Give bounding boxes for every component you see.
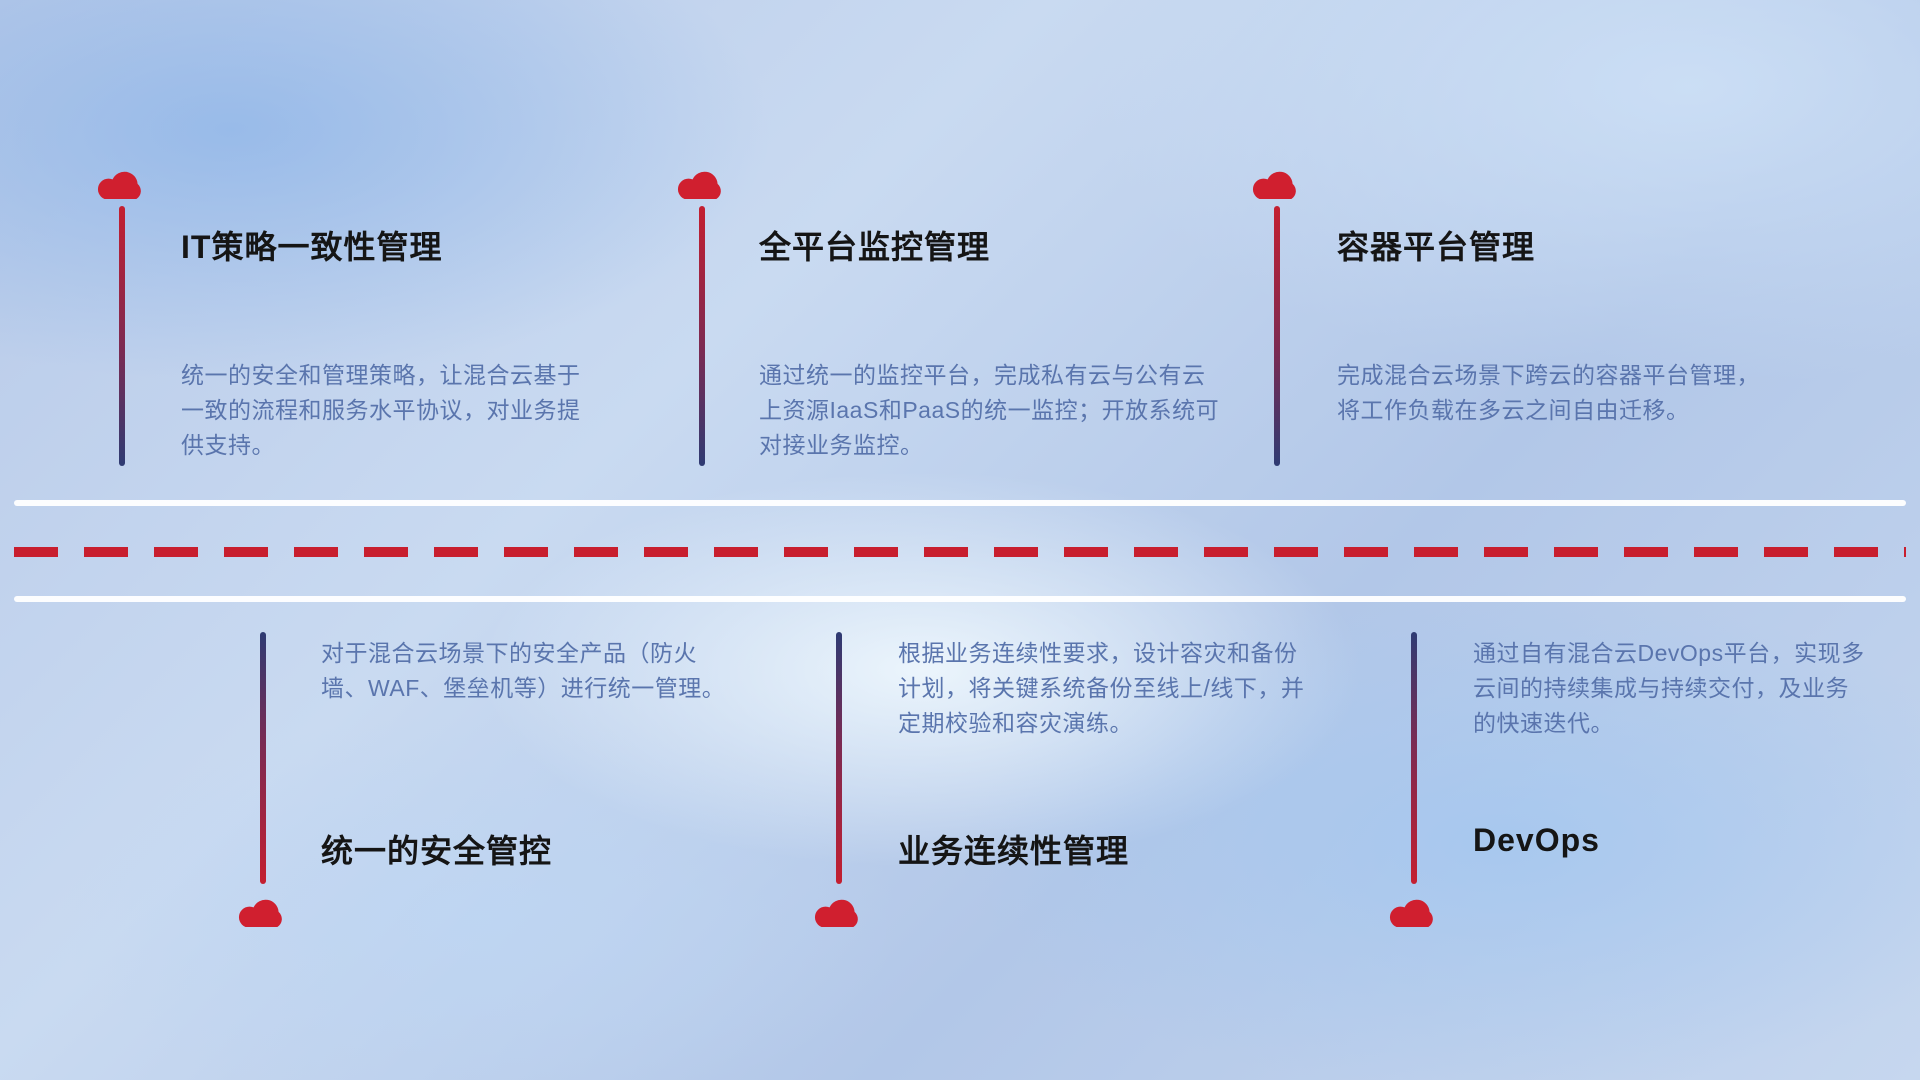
item-title: DevOps xyxy=(1473,822,1600,858)
connector-line xyxy=(1411,632,1417,884)
item-title: 容器平台管理 xyxy=(1337,229,1536,265)
item-description: 完成混合云场景下跨云的容器平台管理，将工作负载在多云之间自由迁移。 xyxy=(1337,362,1760,423)
road-dashed-center-line xyxy=(14,547,1906,557)
cloud-icon xyxy=(674,168,730,208)
connector-line xyxy=(260,632,266,884)
item-title: 全平台监控管理 xyxy=(759,229,991,265)
cloud-icon xyxy=(1386,896,1442,936)
item-title: IT策略一致性管理 xyxy=(181,229,443,265)
item-description: 统一的安全和管理策略，让混合云基于一致的流程和服务水平协议，对业务提供支持。 xyxy=(181,362,581,458)
item-description: 对于混合云场景下的安全产品（防火墙、WAF、堡垒机等）进行统一管理。 xyxy=(321,640,726,701)
connector-line xyxy=(1274,206,1280,466)
road-top-line xyxy=(14,500,1906,506)
road-bottom-line xyxy=(14,596,1906,602)
connector-line xyxy=(119,206,125,466)
item-description: 根据业务连续性要求，设计容灾和备份计划，将关键系统备份至线上/线下，并定期校验和… xyxy=(898,640,1305,736)
item-title: 统一的安全管控 xyxy=(321,833,553,869)
item-title: 业务连续性管理 xyxy=(898,833,1130,869)
connector-line xyxy=(836,632,842,884)
cloud-icon xyxy=(235,896,291,936)
cloud-icon xyxy=(1249,168,1305,208)
cloud-icon xyxy=(811,896,867,936)
item-description: 通过统一的监控平台，完成私有云与公有云上资源IaaS和PaaS的统一监控；开放系… xyxy=(759,362,1220,458)
cloud-icon xyxy=(94,168,150,208)
item-description: 通过自有混合云DevOps平台，实现多云间的持续集成与持续交付，及业务的快速迭代… xyxy=(1473,640,1865,736)
connector-line xyxy=(699,206,705,466)
